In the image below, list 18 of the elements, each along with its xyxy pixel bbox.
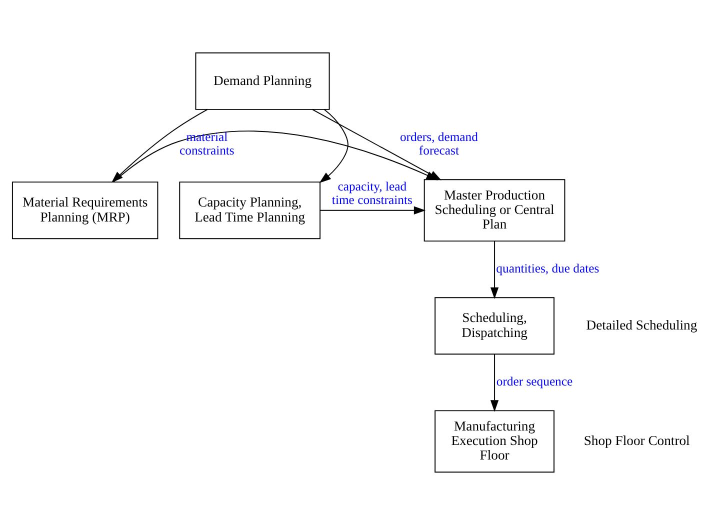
node-box: Material Requirements Planning (MRP) bbox=[12, 182, 158, 240]
node-box: Scheduling, Dispatching bbox=[434, 297, 554, 355]
edge-label: orders, demand forecast bbox=[400, 130, 478, 158]
node-label: Detailed Scheduling bbox=[586, 317, 698, 332]
arrow bbox=[320, 206, 426, 214]
edge-label: material constraints bbox=[180, 130, 234, 158]
node-box: Manufacturing Execution Shop Floor bbox=[434, 410, 554, 473]
arrow bbox=[319, 109, 348, 184]
edge-label: quantities, due dates bbox=[496, 262, 600, 276]
node-box: Demand Planning bbox=[195, 52, 330, 110]
node-label: Shop Floor Control bbox=[584, 433, 690, 448]
arrow bbox=[490, 240, 499, 300]
edge-label: order sequence bbox=[496, 374, 573, 389]
arrow bbox=[112, 130, 438, 182]
edge-label: capacity, lead time constraints bbox=[332, 179, 412, 207]
node-box: Capacity Planning, Lead Time Planning bbox=[179, 182, 321, 240]
arrow bbox=[490, 354, 499, 412]
node-box: Master Production Scheduling or Central Plan bbox=[424, 179, 566, 242]
